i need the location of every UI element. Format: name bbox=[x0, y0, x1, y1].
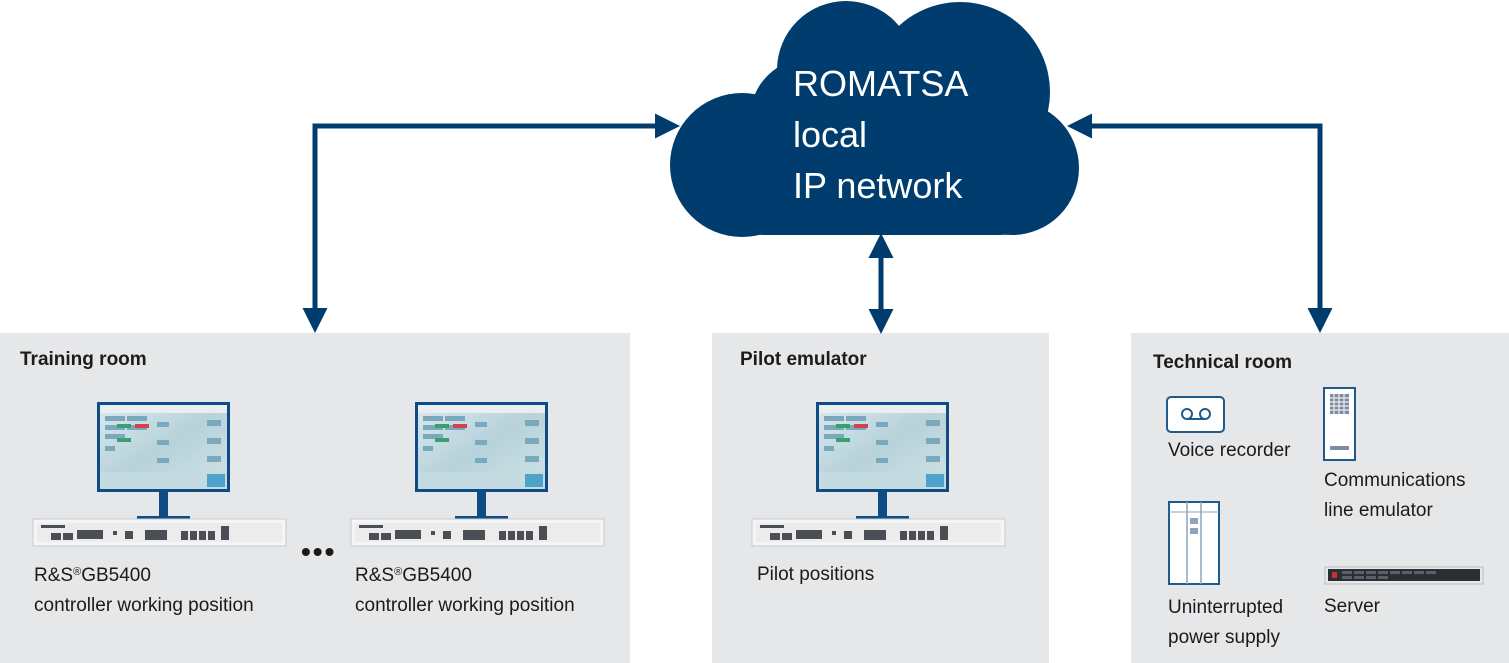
training-workstation-2 bbox=[350, 401, 605, 547]
pilot-positions-label: Pilot positions bbox=[757, 564, 875, 585]
ups-label-line-1: Uninterrupted bbox=[1168, 597, 1284, 618]
cloud-label: ROMATSA local IP network bbox=[793, 58, 968, 211]
technical-room-panel bbox=[1131, 333, 1509, 663]
ups-icon bbox=[1168, 501, 1220, 585]
model: GB5400 bbox=[402, 565, 472, 586]
cloud-label-line-3: IP network bbox=[793, 165, 963, 206]
cloud-shape bbox=[670, 1, 1079, 237]
link-technical-room bbox=[1067, 113, 1333, 333]
brand: R&S bbox=[34, 565, 74, 586]
training-workstation-1 bbox=[32, 401, 287, 547]
voice-recorder-label-line-1: Voice recorder bbox=[1168, 440, 1291, 461]
training-position-1-label: R&S®GB5400 controller working position bbox=[34, 561, 254, 621]
training-position-2-label: R&S®GB5400 controller working position bbox=[355, 561, 575, 621]
brand: R&S bbox=[355, 565, 395, 586]
server-label-line-1: Server bbox=[1324, 596, 1380, 617]
training-room-title: Training room bbox=[20, 349, 147, 370]
voice-recorder-label: Voice recorder bbox=[1168, 436, 1291, 466]
communications-line-emulator-label: Communications line emulator bbox=[1324, 466, 1466, 526]
comm-label-line-1: Communications bbox=[1324, 470, 1466, 491]
comm-label-line-2: line emulator bbox=[1324, 500, 1433, 521]
pilot-emulator-title: Pilot emulator bbox=[740, 349, 867, 370]
ups-label-line-2: power supply bbox=[1168, 627, 1280, 648]
ups-label: Uninterrupted power supply bbox=[1168, 593, 1283, 653]
registered-mark: ® bbox=[73, 566, 82, 578]
role: controller working position bbox=[355, 595, 575, 616]
voice-recorder-icon bbox=[1166, 396, 1225, 433]
model: GB5400 bbox=[81, 565, 151, 586]
cloud-label-line-1: ROMATSA bbox=[793, 63, 969, 104]
server-label: Server bbox=[1324, 592, 1380, 622]
more-positions-ellipsis: ••• bbox=[301, 536, 337, 567]
link-training-room bbox=[302, 113, 680, 333]
registered-mark: ® bbox=[394, 566, 403, 578]
pilot-workstation bbox=[751, 401, 1006, 547]
technical-room-title: Technical room bbox=[1153, 352, 1293, 373]
role: controller working position bbox=[34, 595, 254, 616]
training-room-panel bbox=[0, 333, 630, 663]
communications-line-emulator-icon bbox=[1323, 387, 1356, 461]
cloud-label-line-2: local bbox=[793, 114, 868, 155]
server-icon bbox=[1324, 566, 1484, 585]
